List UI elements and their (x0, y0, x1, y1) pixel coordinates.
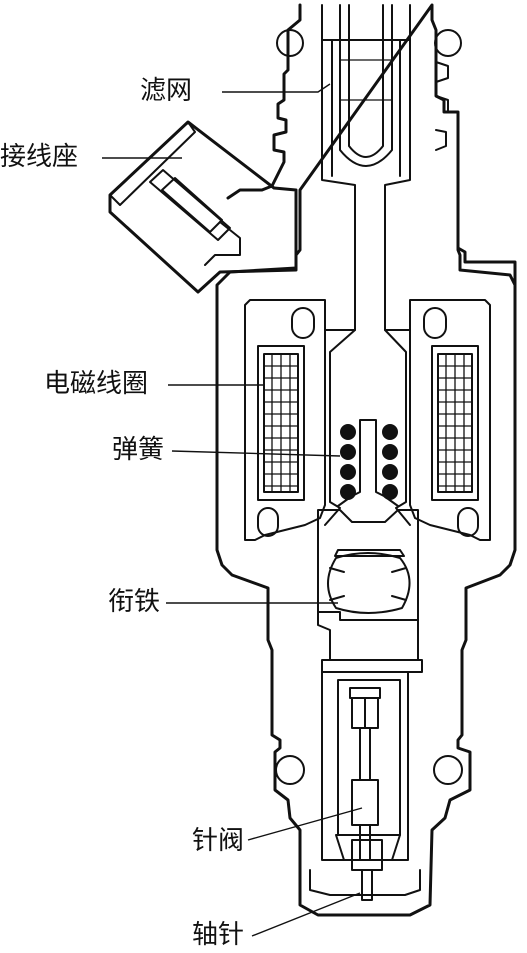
filter-mesh-hint (340, 59, 392, 101)
filter-basket-inner (348, 4, 384, 158)
coil-bobbin-left (257, 345, 305, 501)
armature-neck (334, 549, 405, 557)
leader-spring (171, 450, 341, 457)
leader-filter (222, 83, 331, 93)
coil-bobbin-right (431, 345, 479, 501)
lower-seal-left (257, 507, 279, 537)
spring-cavity (337, 419, 399, 507)
label-filter: 滤网 (140, 76, 193, 106)
injector-outer-body (215, 3, 517, 917)
upper-seal-right (423, 307, 447, 339)
label-spring: 弹簧 (112, 435, 165, 465)
lower-inner-wall (317, 611, 419, 661)
lower-seal-right (457, 507, 479, 537)
needle-collar-top (349, 687, 381, 699)
inner-tube-wall (321, 39, 411, 177)
coil-grid-right (438, 354, 472, 492)
coil-grid-left (264, 354, 298, 492)
leader-needle-valve (247, 807, 363, 841)
top-o-ring-left (276, 29, 304, 57)
connector-notch (204, 221, 241, 266)
spring-coils (340, 424, 398, 500)
inner-tube-outer (321, 4, 411, 331)
core-lower (324, 329, 411, 526)
label-connector: 接线座 (0, 142, 79, 172)
filter-basket (339, 4, 393, 167)
needle-stem (351, 727, 379, 861)
label-armature: 衔铁 (108, 587, 161, 617)
connector-face-top (109, 121, 196, 206)
armature-ball (327, 552, 411, 614)
armature-housing (317, 509, 419, 621)
connector-body (108, 120, 298, 294)
coil-housing-left (244, 299, 326, 541)
leader-pintle (251, 892, 361, 937)
needle-tip-block (351, 839, 383, 871)
armature-ball-inner (329, 567, 407, 601)
valve-stop-plate (321, 659, 423, 673)
coil-housing-right (409, 299, 491, 541)
upper-seal-left (291, 307, 315, 339)
connector-terminal-slot (149, 169, 231, 241)
right-shoulder (456, 188, 517, 287)
label-coil: 电磁线圈 (44, 369, 149, 399)
top-o-ring-right (434, 29, 462, 57)
label-needle-valve: 针阀 (192, 826, 245, 856)
lower-o-ring-left (275, 755, 305, 785)
nozzle-outer (309, 869, 421, 896)
lower-o-ring-right (433, 755, 463, 785)
label-pintle: 轴针 (192, 920, 245, 950)
right-upper-ribs (435, 61, 449, 151)
nozzle-seat (335, 834, 401, 861)
